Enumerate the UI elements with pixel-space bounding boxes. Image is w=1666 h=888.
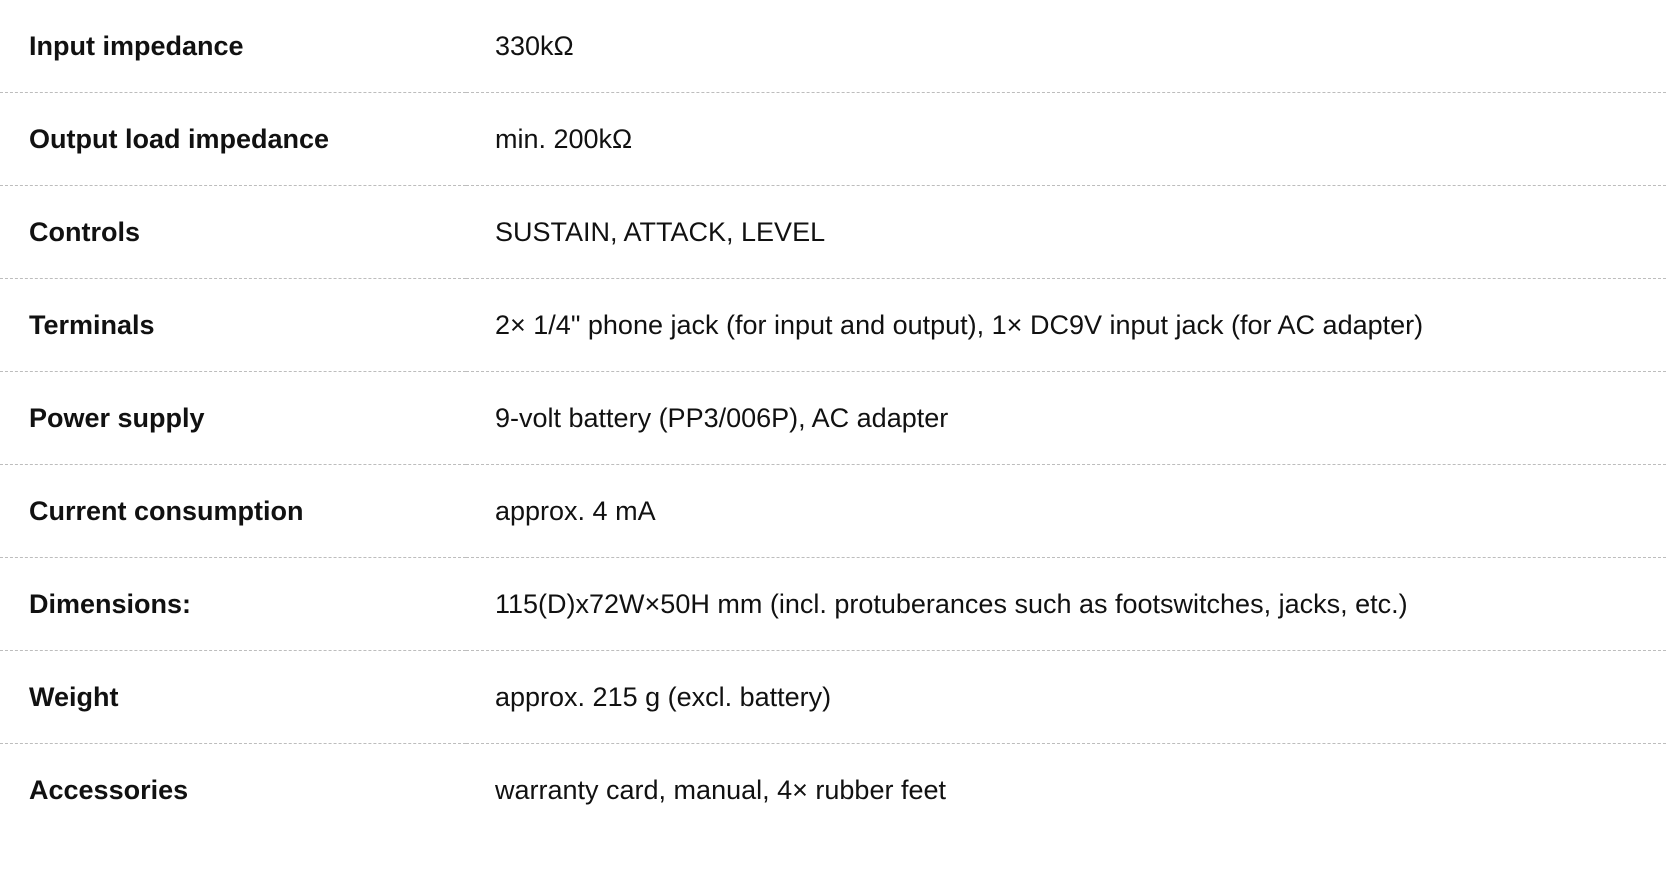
spec-table: Input impedance 330kΩ Output load impeda… <box>0 0 1666 836</box>
spec-label: Terminals <box>0 278 466 372</box>
spec-value: warranty card, manual, 4× rubber feet <box>466 743 1666 836</box>
spec-row-controls: Controls SUSTAIN, ATTACK, LEVEL <box>0 185 1666 279</box>
spec-row-dimensions: Dimensions: 115(D)x72W×50H mm (incl. pro… <box>0 557 1666 651</box>
spec-label: Current consumption <box>0 464 466 558</box>
spec-row-input-impedance: Input impedance 330kΩ <box>0 0 1666 93</box>
spec-row-power-supply: Power supply 9-volt battery (PP3/006P), … <box>0 371 1666 465</box>
spec-value: SUSTAIN, ATTACK, LEVEL <box>466 185 1666 279</box>
spec-label: Weight <box>0 650 466 744</box>
spec-row-output-load-impedance: Output load impedance min. 200kΩ <box>0 92 1666 186</box>
spec-label: Accessories <box>0 743 466 836</box>
spec-row-current-consumption: Current consumption approx. 4 mA <box>0 464 1666 558</box>
spec-label: Dimensions: <box>0 557 466 651</box>
spec-label: Controls <box>0 185 466 279</box>
spec-value: approx. 4 mA <box>466 464 1666 558</box>
spec-value: 115(D)x72W×50H mm (incl. protuberances s… <box>466 557 1666 651</box>
spec-row-terminals: Terminals 2× 1/4" phone jack (for input … <box>0 278 1666 372</box>
spec-label: Input impedance <box>29 30 244 61</box>
spec-value: approx. 215 g (excl. battery) <box>466 650 1666 744</box>
spec-row-weight: Weight approx. 215 g (excl. battery) <box>0 650 1666 744</box>
spec-value: 9-volt battery (PP3/006P), AC adapter <box>466 371 1666 465</box>
spec-label: Power supply <box>0 371 466 465</box>
spec-label: Output load impedance <box>0 92 466 186</box>
spec-value: min. 200kΩ <box>466 92 1666 186</box>
spec-value: 330kΩ <box>495 30 574 61</box>
spec-value: 2× 1/4" phone jack (for input and output… <box>466 278 1666 372</box>
spec-row-accessories: Accessories warranty card, manual, 4× ru… <box>0 743 1666 836</box>
